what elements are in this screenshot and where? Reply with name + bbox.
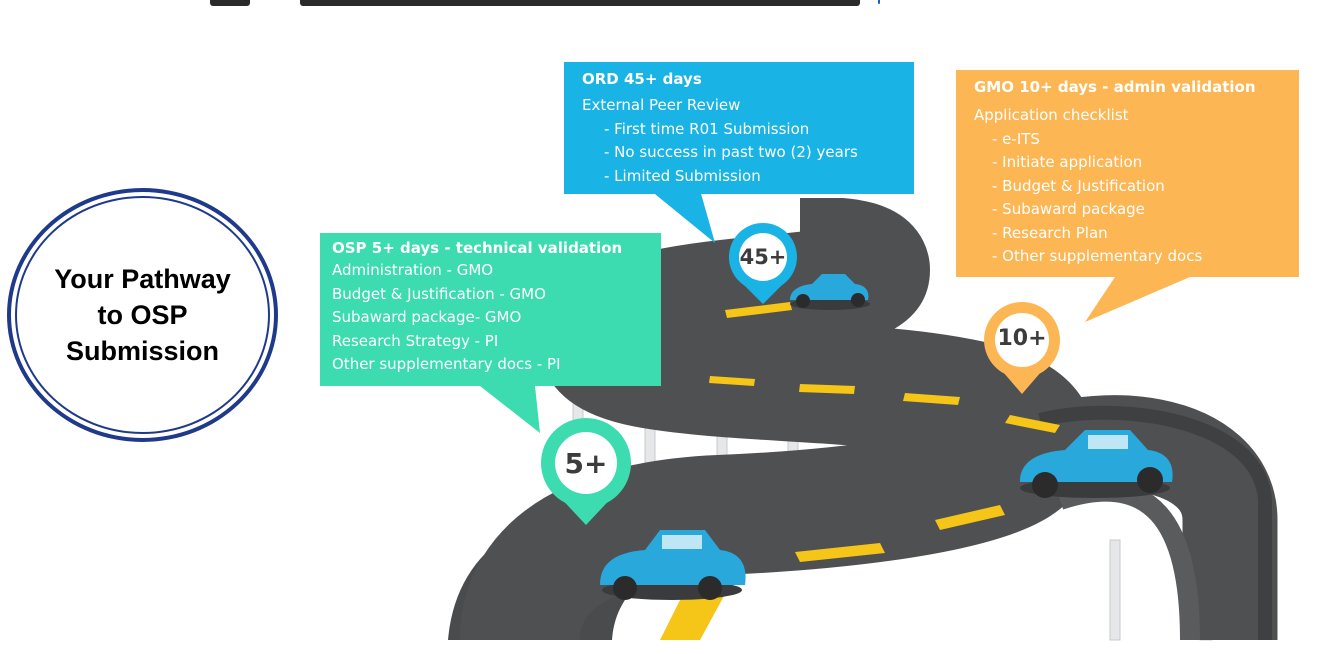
gmo-sub-line: - Other supplementary docs bbox=[992, 247, 1203, 265]
osp-line: Administration - GMO bbox=[332, 261, 494, 279]
osp-heading: OSP 5+ days - technical validation bbox=[332, 239, 623, 257]
ord-sub-line: - First time R01 Submission bbox=[604, 119, 810, 138]
ord-sub-line: - Limited Submission bbox=[604, 166, 761, 185]
car-icon bbox=[790, 274, 870, 310]
car-icon bbox=[1020, 430, 1173, 498]
ord-callout: ORD 45+ days External Peer Review - Firs… bbox=[564, 62, 914, 194]
ord-heading: ORD 45+ days bbox=[582, 70, 702, 88]
gmo-sub-line: - Research Plan bbox=[992, 223, 1108, 242]
ord-sub-line: - No success in past two (2) years bbox=[604, 143, 858, 161]
gmo-sub-line: - Budget & Justification bbox=[992, 176, 1165, 195]
osp-callout: OSP 5+ days - technical validation Admin… bbox=[320, 233, 661, 386]
osp-line: Research Strategy - PI bbox=[332, 331, 499, 350]
osp-line: Subaward package- GMO bbox=[332, 308, 522, 326]
gmo-callout: GMO 10+ days - admin validation Applicat… bbox=[956, 70, 1299, 277]
location-pin-icon bbox=[728, 223, 797, 304]
pathway-title-circle: Your Pathway to OSP Submission bbox=[7, 188, 278, 442]
gmo-sub-line: - Subaward package bbox=[992, 200, 1145, 218]
gmo-heading: GMO 10+ days - admin validation bbox=[974, 78, 1256, 96]
cropped-top-banner bbox=[190, 0, 890, 8]
pin-label-ord: 45+ bbox=[739, 245, 787, 269]
car-icon bbox=[600, 530, 746, 600]
location-pin-icon bbox=[984, 302, 1060, 394]
osp-line: Other supplementary docs - PI bbox=[332, 355, 561, 373]
location-pin-icon bbox=[541, 418, 631, 525]
gmo-line: Application checklist bbox=[974, 106, 1129, 124]
gmo-sub-line: - Initiate application bbox=[992, 153, 1143, 171]
gmo-sub-line: - e-ITS bbox=[992, 129, 1040, 148]
pin-label-osp: 5+ bbox=[564, 447, 608, 480]
osp-line: Budget & Justification - GMO bbox=[332, 284, 546, 303]
ord-line: External Peer Review bbox=[582, 96, 741, 114]
pin-label-gmo: 10+ bbox=[997, 326, 1047, 351]
